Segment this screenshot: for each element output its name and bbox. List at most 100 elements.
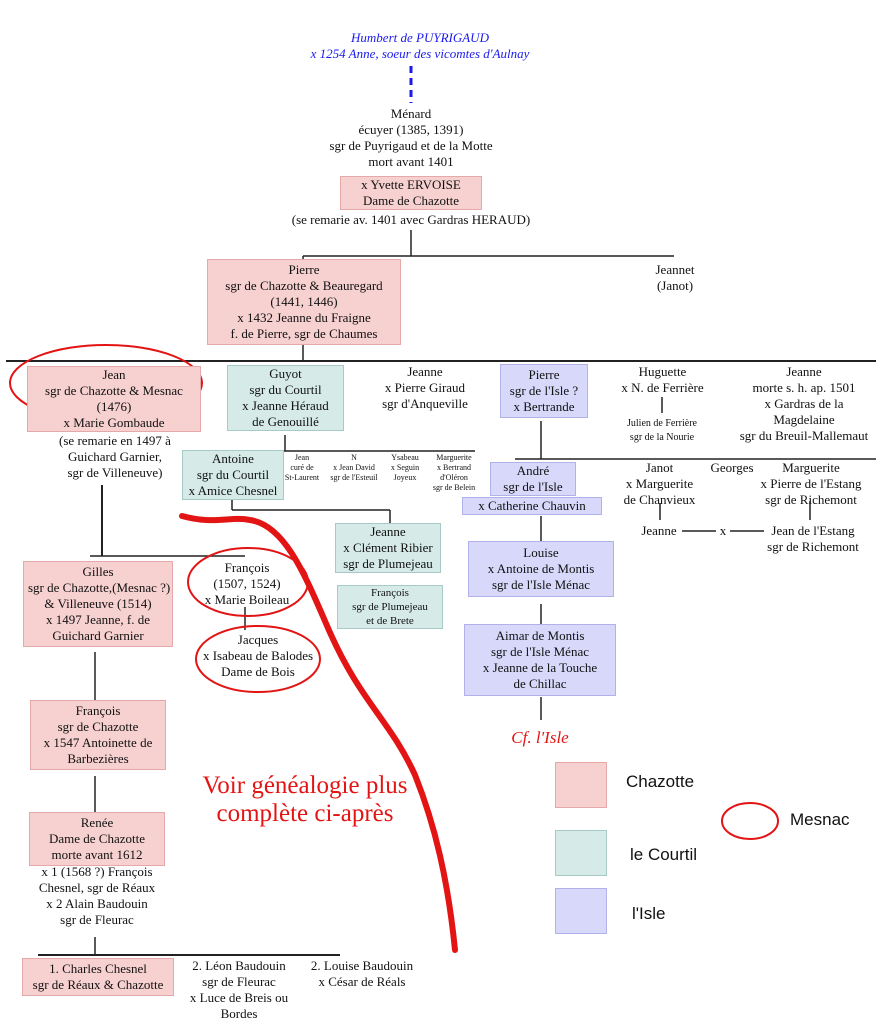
node-line: morte s. h. ap. 1501 (752, 380, 856, 395)
voir-genealogie-note: Voir généalogie plus complète ci-après (175, 772, 435, 828)
menard-note: (se remarie av. 1401 avec Gardras HERAUD… (291, 212, 531, 227)
node-line: x Jean David (333, 463, 375, 472)
menard-line: Ménard (390, 106, 432, 121)
node-line: 2. Léon Baudouin (192, 958, 286, 973)
node-line: André (516, 463, 550, 478)
legend-label-mesnac: Mesnac (790, 810, 850, 829)
node-line: Jeanne (407, 364, 443, 379)
node-line: sgr de Chazotte,(Mesnac ?) (28, 580, 171, 595)
francois2-box: François sgr de Chazotte x 1547 Antoinet… (30, 700, 166, 770)
menard-line: mort avant 1401 (368, 154, 454, 169)
node-line: Gilles (82, 564, 114, 579)
node-line: sgr d'Anqueville (382, 396, 468, 411)
node-line: & Villeneuve (1514) (44, 596, 152, 611)
node-line: Guichard Garnier (52, 628, 144, 643)
jean-line: Jean (102, 367, 126, 382)
node-line: Huguette (638, 364, 687, 379)
node-line: x Marie Boileau (204, 592, 290, 607)
node-line: sgr de Plumejeau (343, 556, 433, 571)
jean-line: (1476) (96, 399, 132, 414)
node-line: 2. Louise Baudouin (310, 958, 414, 973)
pierre-line: x 1432 Jeanne du Fraigne (237, 310, 371, 325)
small-sibling-ysabeau: Ysabeau x Seguin Joyeux (384, 453, 426, 483)
node-line: Barbezières (67, 751, 129, 766)
jacques-node: Jacques x Isabeau de Balodes Dame de Boi… (196, 632, 320, 680)
node-line: sgr de l'Isle ? (509, 383, 579, 398)
andre-box: André sgr de l'Isle (490, 462, 576, 496)
node-line: Jacques (237, 632, 279, 647)
node-line: x 1 (1568 ?) François (41, 864, 153, 879)
node-line: x 1547 Antoinette de (43, 735, 153, 750)
gilles-box: Gilles sgr de Chazotte,(Mesnac ?) & Vill… (23, 561, 173, 647)
node-line: x Pierre de l'Estang (760, 476, 862, 491)
node-line: curé de (290, 463, 314, 472)
jean-line: sgr de Chazotte & Mesnac (45, 383, 183, 398)
node-line: Louise (523, 545, 559, 560)
node-line: (1507, 1524) (213, 576, 281, 591)
jeannet-node: Jeannet (Janot) (620, 262, 730, 294)
node-line: sgr de l'Isle Ménac (491, 577, 590, 592)
node-line: d'Oléron (440, 473, 468, 482)
jeanne-small-node: Jeanne (641, 523, 677, 538)
root-name: Humbert de PUYRIGAUD (351, 30, 489, 45)
node-line: sgr de l'Isle Ménac (490, 644, 589, 659)
node-line: x 2 Alain Baudouin (46, 896, 148, 911)
cf-isle-link[interactable]: Cf. l'Isle (511, 728, 569, 747)
node-line: Joyeux (393, 473, 417, 482)
legend-label-chazotte: Chazotte (626, 772, 695, 791)
renee-spouses: x 1 (1568 ?) François Chesnel, sgr de Ré… (22, 864, 172, 928)
node-line: et de Brete (366, 615, 414, 627)
node-line: sgr de Fleurac (202, 974, 276, 989)
francois-plumejeau-box: François sgr de Plumejeau et de Brete (337, 585, 443, 629)
pierre-line: sgr de Chazotte & Beauregard (225, 278, 383, 293)
node-line: x Bertrand (437, 463, 471, 472)
node-line: sgr de la Nourie (629, 432, 695, 443)
jean-note-line: Guichard Garnier, (67, 449, 163, 464)
jeannet-line: (Janot) (656, 278, 694, 293)
node-line: sgr de Belein (432, 483, 476, 492)
pierre-box: Pierre sgr de Chazotte & Beauregard (144… (207, 259, 401, 345)
pierre-line: (1441, 1446) (270, 294, 338, 309)
node-line: x Antoine de Montis (487, 561, 595, 576)
node-line: Antoine (212, 451, 254, 466)
node-line: Dame de Bois (221, 664, 295, 679)
node-line: sgr de l'Isle (503, 479, 563, 494)
small-sibling-marguerite: Marguerite x Bertrand d'Oléron sgr de Be… (428, 453, 480, 493)
node-line: sgr de Fleurac (60, 912, 134, 927)
node-line: sgr de Chazotte (57, 719, 139, 734)
pierre-line: Pierre (288, 262, 320, 277)
node-line: François (75, 703, 121, 718)
root-spouse: x 1254 Anne, soeur des vicomtes d'Aulnay (310, 46, 530, 61)
node-line: sgr de l'Esteuil (330, 473, 378, 482)
small-sibling-n: N x Jean David sgr de l'Esteuil (326, 453, 382, 483)
louise-baudouin-node: 2. Louise Baudouin x César de Réals (302, 958, 422, 990)
node-line: x 1497 Jeanne, f. de (46, 612, 150, 627)
node-line: x Gardras de la (764, 396, 844, 411)
node-line: Jeanne (370, 524, 406, 539)
jeannet-line: Jeannet (655, 262, 695, 277)
node-line: Magdelaine (773, 412, 835, 427)
legend-swatch-chazotte (555, 762, 607, 808)
node-line: x Seguin (390, 463, 420, 472)
node-line: x Clément Ribier (343, 540, 433, 555)
louise-box: Louise x Antoine de Montis sgr de l'Isle… (468, 541, 614, 597)
jean-note-line: (se remarie en 1497 à (59, 433, 171, 448)
menard-line: écuyer (1385, 1391) (358, 122, 464, 137)
jeanne-morte-node: Jeanne morte s. h. ap. 1501 x Gardras de… (733, 364, 875, 444)
note-line: complète ci-après (216, 800, 394, 827)
andre-spouse-box: x Catherine Chauvin (462, 497, 602, 515)
node-line: N (351, 453, 357, 462)
aimar-box: Aimar de Montis sgr de l'Isle Ménac x Je… (464, 624, 616, 696)
pierre-line: f. de Pierre, sgr de Chaumes (230, 326, 378, 341)
node-line: x Amice Chesnel (188, 483, 278, 498)
jean-box: Jean sgr de Chazotte & Mesnac (1476) x M… (27, 366, 201, 432)
menard-line: sgr de Puyrigaud et de la Motte (329, 138, 493, 153)
node-line: 1. Charles Chesnel (49, 961, 147, 976)
node-line: François (371, 587, 409, 599)
node-line: x Isabeau de Balodes (202, 648, 314, 663)
node-line: Janot (645, 460, 674, 475)
antoine-box: Antoine sgr du Courtil x Amice Chesnel (182, 450, 284, 500)
guyot-line: de Genouillé (252, 414, 319, 429)
francois1-node: François (1507, 1524) x Marie Boileau (196, 560, 298, 608)
